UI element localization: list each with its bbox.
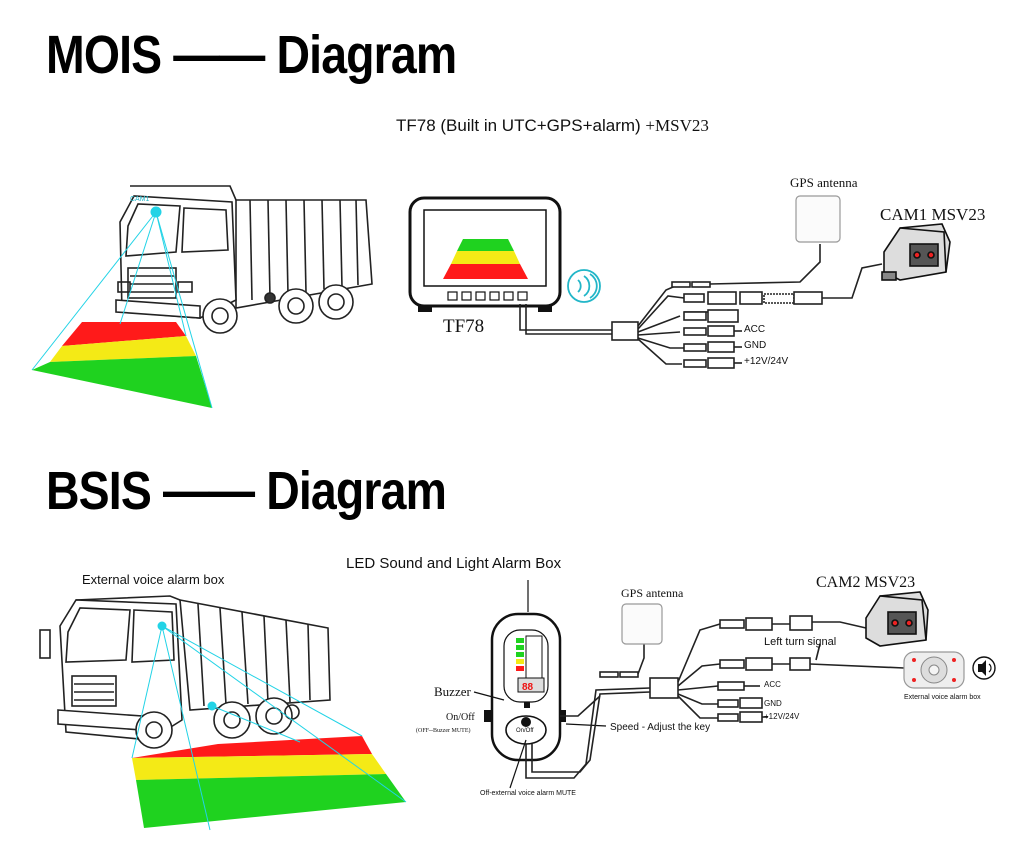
mois-gnd-label: GND [744,340,767,351]
mois-acc-label: ACC [744,324,766,335]
mois-heading: MOIS —— Diagram [46,25,457,85]
bsis-onoff-label: On/Off [446,712,475,723]
mois-cam-label: CAM1 MSV23 [880,205,986,224]
bsis-ext-box-title: External voice alarm box [82,572,225,587]
bsis-truck [39,595,331,749]
mois-detection-zones [32,322,212,408]
tf78-monitor [408,196,562,312]
bsis-gnd-label: GND [764,699,782,708]
mois-gps-antenna [795,195,841,243]
mois-power-label: +12V/24V [744,356,789,367]
bsis-pointer-lines [473,580,607,789]
bsis-cam2 [865,591,929,647]
speaker-icon [972,656,996,680]
mois-monitor-label: TF78 [443,316,485,337]
bsis-speed-label: Speed - Adjust the key [610,722,711,733]
mois-gps-label: GPS antenna [790,175,858,190]
mois-wiring [519,244,883,369]
bsis-off-external-label: Off-external voice alarm MUTE [480,790,576,797]
bsis-power-label: +12V/24V [764,712,800,721]
external-voice-box [903,651,965,689]
bsis-gps-antenna [621,603,663,645]
mois-camera-beam [31,206,213,409]
bsis-buzzer-label: Buzzer [434,684,471,699]
bsis-cam-label: CAM2 MSV23 [816,574,916,591]
bsis-buzzer-mute-label: (OFF--Buzzer MUTE) [416,728,471,734]
bsis-acc-label: ACC [764,680,781,689]
bsis-camera-beam [131,621,407,831]
mois-truck-cam-tag: CAM1 [130,196,150,203]
mois-truck [115,185,373,334]
svg-text:88: 88 [522,682,534,693]
mois-subtitle: TF78 (Built in UTC+GPS+alarm) +MSV23 [396,116,709,136]
speaker-wave-icon [567,269,601,303]
bsis-detection-zones [132,736,406,828]
mois-subtitle-suffix: +MSV23 [645,116,709,135]
bsis-led-box-title: LED Sound and Light Alarm Box [346,555,562,572]
bsis-heading: BSIS —— Diagram [46,461,447,521]
led-alarm-box: 88 [484,612,566,762]
bsis-gps-label: GPS antenna [621,586,684,600]
mois-subtitle-main: TF78 (Built in UTC+GPS+alarm) [396,116,641,135]
bsis-knob-label: On/Off [516,728,534,734]
bsis-left-turn-label: Left turn signal [764,636,837,648]
bsis-ext-box-caption: External voice alarm box [904,694,981,701]
bsis-wiring [525,615,905,779]
mois-cam1 [881,223,951,281]
